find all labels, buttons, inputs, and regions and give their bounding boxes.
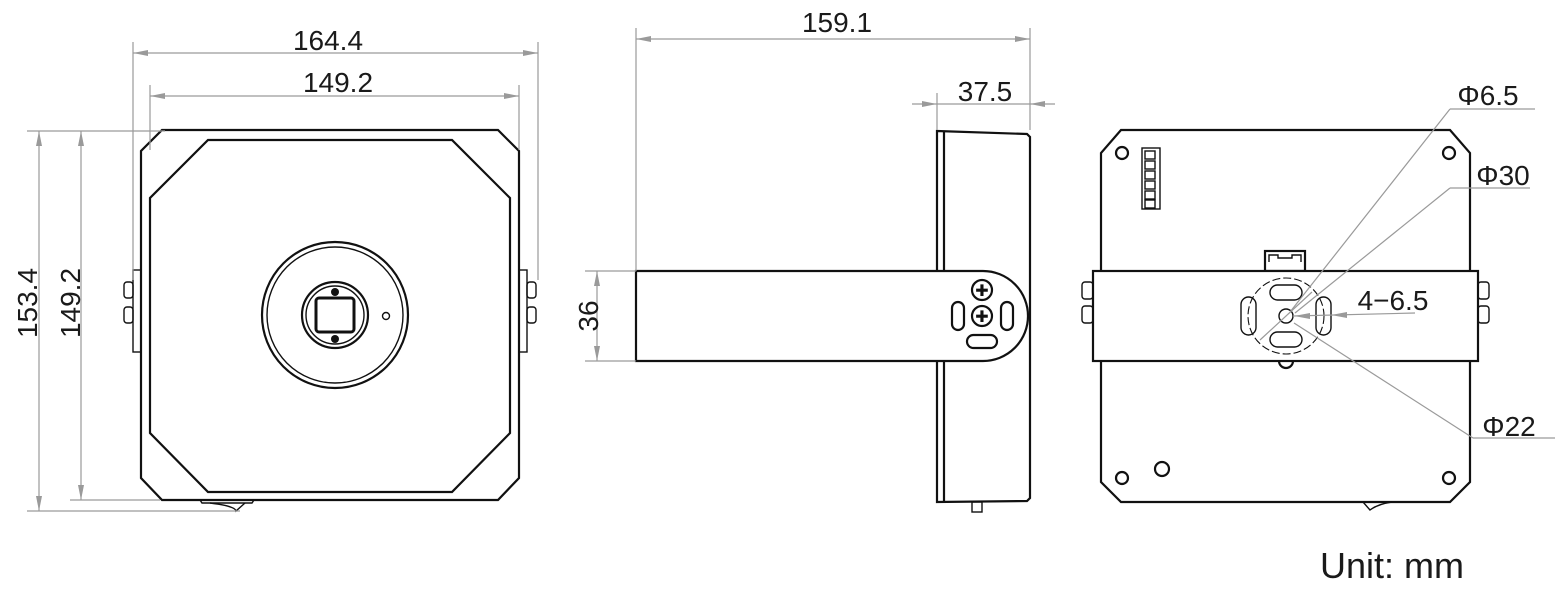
terminal-pins [1144, 150, 1156, 209]
rear-screw-tl [1114, 145, 1130, 161]
rear-view: Φ6.5 Φ30 4−6.5 Φ22 [1081, 80, 1555, 511]
front-left-mount-plate [132, 269, 142, 353]
side-screw-center [970, 304, 994, 328]
dim-overall-width: 164.4 [293, 25, 363, 56]
screw-cross-icon: ✚ [975, 283, 988, 300]
mount-slot-top [1269, 284, 1303, 301]
front-foot-tab [209, 502, 246, 513]
dim-body-width: 149.2 [303, 67, 373, 98]
side-body [935, 129, 1032, 504]
side-connector [971, 501, 983, 513]
rear-body-outline [1099, 128, 1472, 504]
label-phi-6-5: Φ6.5 [1457, 80, 1518, 111]
rear-screw-tr [1441, 145, 1457, 161]
front-right-knob-2 [526, 306, 537, 324]
rear-left-knob-2 [1081, 305, 1094, 324]
dim-overall-depth: 159.1 [802, 7, 872, 38]
front-view: 164.4 149.2 153.4 149.2 [12, 25, 539, 513]
side-slot-bottom [965, 333, 999, 350]
sensor-pin-top [331, 288, 339, 296]
rear-screw-br [1441, 470, 1457, 486]
sensor-mount-outer [300, 280, 370, 350]
front-body-outline [139, 128, 521, 502]
terminal-block [1141, 147, 1161, 210]
rear-right-knob-2 [1477, 305, 1490, 324]
dim-overall-height: 153.4 [12, 268, 43, 338]
mount-slot-left [1240, 296, 1257, 336]
side-bracket-arm [634, 269, 1030, 363]
sensor-pin-bottom [331, 335, 339, 343]
label-4-6-5: 4−6.5 [1358, 285, 1429, 316]
screw-cross-icon: ✚ [975, 309, 988, 326]
rear-left-knob-1 [1081, 281, 1094, 300]
side-view: ✚ ✚ 159.1 37.5 36 [573, 7, 1055, 513]
rear-right-knob-1 [1477, 281, 1490, 300]
mount-slot-bottom [1269, 331, 1303, 348]
indicator-led [381, 311, 391, 321]
dim-bracket-height: 36 [573, 300, 604, 331]
bolt-circle-30 [1247, 277, 1325, 355]
dim-body-height: 149.2 [55, 268, 86, 338]
ethernet-port [1263, 249, 1307, 273]
rear-port-hole [1153, 460, 1171, 478]
side-slot-right [999, 300, 1015, 332]
side-slot-left [950, 300, 966, 332]
label-phi-30: Φ30 [1476, 160, 1529, 191]
rear-bottom-screw [1277, 360, 1295, 370]
sensor-mount-inner [305, 285, 365, 345]
label-phi-22: Φ22 [1482, 411, 1535, 442]
front-foot [199, 499, 255, 504]
front-inner-panel [148, 138, 512, 494]
side-screw-top [970, 278, 994, 302]
dim-body-depth: 37.5 [958, 76, 1013, 107]
lens-outer-ring [260, 240, 410, 390]
front-right-mount-plate [518, 269, 528, 353]
front-left-knob-1 [123, 281, 134, 299]
rear-foot-tab [1362, 501, 1393, 511]
front-right-knob-1 [526, 281, 537, 299]
ethernet-port-jack [1268, 254, 1302, 262]
unit-label: Unit: mm [1320, 545, 1464, 586]
front-left-knob-2 [123, 306, 134, 324]
sensor-window [314, 296, 356, 334]
lens-inner-ring [266, 246, 404, 384]
rear-screw-bl [1114, 470, 1130, 486]
